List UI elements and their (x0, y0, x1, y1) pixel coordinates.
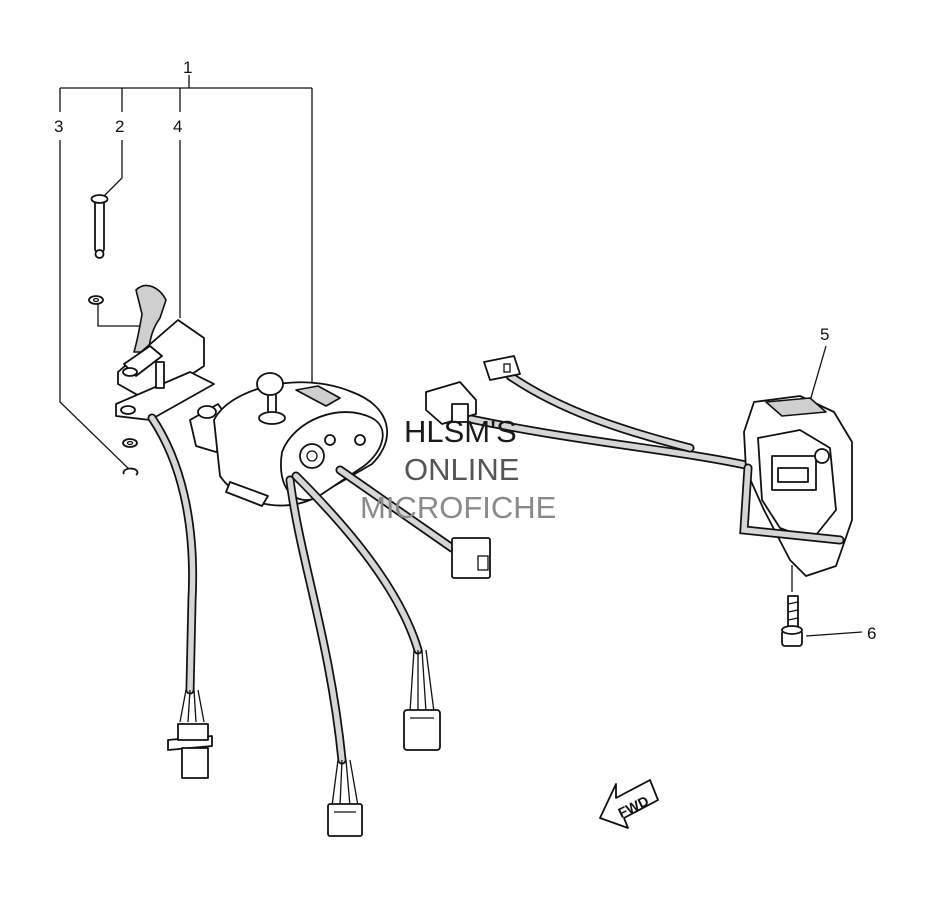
watermark-line-1: HLSM'S (404, 414, 517, 449)
lever-bracket-part (115, 284, 215, 421)
upper-harness (425, 355, 755, 471)
callout-2: 2 (115, 117, 124, 136)
callout-6: 6 (867, 624, 876, 643)
callout-5: 5 (820, 325, 829, 344)
callout-bracket (59, 75, 863, 637)
callout-4: 4 (173, 117, 182, 136)
watermark-line-3: MICROFICHE (360, 490, 556, 525)
pin-part (90, 194, 109, 259)
watermark: HLSM'S ONLINE MICROFICHE (360, 414, 556, 525)
fwd-arrow-icon: FWD (599, 779, 659, 829)
watermark-line-2: ONLINE (404, 452, 519, 487)
left-cable (147, 413, 213, 779)
callout-1: 1 (183, 58, 192, 77)
callout-3: 3 (54, 117, 63, 136)
right-housing-part (739, 395, 853, 577)
screw-part (781, 595, 803, 647)
housing-cables (285, 465, 491, 837)
washers (88, 295, 139, 476)
